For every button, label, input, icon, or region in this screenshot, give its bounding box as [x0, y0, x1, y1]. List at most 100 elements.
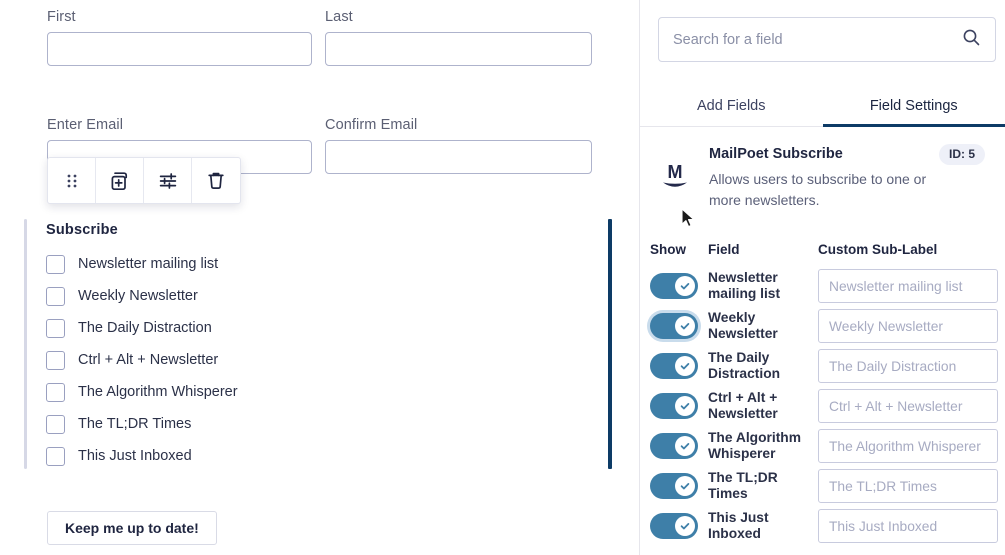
- field-confirm-email-label: Confirm Email: [325, 117, 418, 133]
- tab-add-fields[interactable]: Add Fields: [696, 97, 766, 114]
- search-field[interactable]: Search for a field: [658, 17, 996, 62]
- search-icon[interactable]: [962, 28, 981, 52]
- checkbox-label: Weekly Newsletter: [78, 288, 198, 304]
- checkbox-the-daily-distraction[interactable]: [46, 318, 65, 338]
- column-header-field: Field: [708, 242, 740, 257]
- toggle-the-algorithm-whisperer[interactable]: [650, 433, 698, 459]
- column-header-show: Show: [650, 242, 686, 257]
- submit-button[interactable]: Keep me up to date!: [47, 511, 217, 545]
- field-first-input[interactable]: [47, 32, 312, 66]
- checkbox-label: Newsletter mailing list: [78, 256, 219, 272]
- checkbox-label: The Algorithm Whisperer: [78, 384, 238, 400]
- check-icon: [675, 396, 695, 416]
- panel-tabs: Add Fields Field Settings: [640, 85, 1005, 127]
- field-first-label: First: [47, 9, 76, 25]
- field-last: Last: [325, 8, 592, 66]
- checkbox-label: The Daily Distraction: [78, 320, 212, 336]
- table-row: The TL;DR Times The TL;DR Times: [640, 466, 1005, 506]
- check-icon: [675, 356, 695, 376]
- duplicate-icon[interactable]: [96, 158, 144, 203]
- checkbox-row[interactable]: Ctrl + Alt + Newsletter: [46, 349, 218, 371]
- form-canvas: First Last Enter Email Confirm Email: [24, 0, 640, 555]
- field-first: First: [47, 8, 312, 66]
- block-toolbar: [47, 157, 241, 204]
- checkbox-label: Ctrl + Alt + Newsletter: [78, 352, 219, 368]
- field-option-label: The TL;DR Times: [708, 469, 778, 502]
- table-row: The Daily Distraction The Daily Distract…: [640, 346, 1005, 386]
- toggle-weekly-newsletter[interactable]: [650, 313, 698, 339]
- sublabel-placeholder: Newsletter mailing list: [829, 278, 963, 294]
- name-field-row: First Last: [47, 8, 592, 66]
- search-input[interactable]: Search for a field: [673, 31, 783, 48]
- checkbox-row[interactable]: The Algorithm Whisperer: [46, 381, 238, 403]
- column-headers: Show Field Custom Sub-Label: [640, 242, 1005, 260]
- field-option-label: Newsletter mailing list: [708, 269, 781, 302]
- sublabel-input-the-daily-distraction[interactable]: The Daily Distraction: [818, 349, 998, 383]
- field-id-badge: ID: 5: [939, 144, 986, 165]
- sublabel-placeholder: The Algorithm Whisperer: [829, 438, 981, 454]
- checkbox-label: This Just Inboxed: [78, 448, 192, 464]
- table-row: Newsletter mailing list Newsletter maili…: [640, 266, 1005, 306]
- table-row: This Just Inboxed This Just Inboxed: [640, 506, 1005, 546]
- field-enter-email-label: Enter Email: [47, 117, 124, 133]
- checkbox-label: The TL;DR Times: [78, 416, 192, 432]
- field-option-label: The Daily Distraction: [708, 349, 781, 382]
- checkbox-newsletter-mailing-list[interactable]: [46, 254, 65, 274]
- checkbox-weekly-newsletter[interactable]: [46, 286, 65, 306]
- settings-panel: Search for a field Add Fields Field Sett…: [640, 0, 1005, 555]
- field-last-input[interactable]: [325, 32, 592, 66]
- sublabel-placeholder: Ctrl + Alt + Newsletter: [829, 398, 963, 414]
- toggle-newsletter-mailing-list[interactable]: [650, 273, 698, 299]
- subscribe-block-title: Subscribe: [46, 222, 118, 238]
- checkbox-the-algorithm-whisperer[interactable]: [46, 382, 65, 402]
- sublabel-placeholder: Weekly Newsletter: [829, 318, 943, 334]
- table-row: The Algorithm Whisperer The Algorithm Wh…: [640, 426, 1005, 466]
- toggle-the-tldr-times[interactable]: [650, 473, 698, 499]
- column-header-sublabel: Custom Sub-Label: [818, 242, 938, 257]
- checkbox-row[interactable]: Weekly Newsletter: [46, 285, 198, 307]
- sublabel-placeholder: The Daily Distraction: [829, 358, 957, 374]
- sliders-icon[interactable]: [144, 158, 192, 203]
- field-last-label: Last: [325, 9, 353, 25]
- check-icon: [675, 316, 695, 336]
- field-option-label: Weekly Newsletter: [708, 309, 778, 342]
- checkbox-the-tldr-times[interactable]: [46, 414, 65, 434]
- sublabel-input-the-algorithm-whisperer[interactable]: The Algorithm Whisperer: [818, 429, 998, 463]
- checkbox-this-just-inboxed[interactable]: [46, 446, 65, 466]
- checkbox-row[interactable]: The TL;DR Times: [46, 413, 191, 435]
- check-icon: [675, 476, 695, 496]
- block-selected-indicator: [608, 219, 612, 469]
- block-left-indicator: [24, 219, 27, 469]
- checkbox-row[interactable]: This Just Inboxed: [46, 445, 192, 467]
- table-row: Weekly Newsletter Weekly Newsletter: [640, 306, 1005, 346]
- check-icon: [675, 516, 695, 536]
- sublabel-input-newsletter-mailing-list[interactable]: Newsletter mailing list: [818, 269, 998, 303]
- svg-text:M: M: [668, 162, 683, 182]
- field-option-label: Ctrl + Alt + Newsletter: [708, 389, 778, 422]
- check-icon: [675, 436, 695, 456]
- mailpoet-logo-icon: M: [658, 158, 692, 194]
- field-option-label: This Just Inboxed: [708, 509, 769, 542]
- check-icon: [675, 276, 695, 296]
- sublabel-placeholder: This Just Inboxed: [829, 518, 938, 534]
- trash-icon[interactable]: [192, 158, 240, 203]
- sublabel-input-ctrl-alt-newsletter[interactable]: Ctrl + Alt + Newsletter: [818, 389, 998, 423]
- field-confirm-email-input[interactable]: [325, 140, 592, 174]
- sublabel-input-weekly-newsletter[interactable]: Weekly Newsletter: [818, 309, 998, 343]
- field-type-description: Allows users to subscribe to one or more…: [709, 171, 927, 208]
- toggle-ctrl-alt-newsletter[interactable]: [650, 393, 698, 419]
- sublabel-placeholder: The TL;DR Times: [829, 478, 937, 494]
- checkbox-ctrl-alt-newsletter[interactable]: [46, 350, 65, 370]
- field-type-title: MailPoet Subscribe: [709, 146, 843, 162]
- toggle-this-just-inboxed[interactable]: [650, 513, 698, 539]
- drag-handle-icon[interactable]: [48, 158, 96, 203]
- checkbox-row[interactable]: Newsletter mailing list: [46, 253, 218, 275]
- subscribe-block[interactable]: Subscribe Newsletter mailing list Weekly…: [24, 219, 612, 469]
- tab-field-settings[interactable]: Field Settings: [822, 85, 1005, 127]
- sublabel-input-the-tldr-times[interactable]: The TL;DR Times: [818, 469, 998, 503]
- checkbox-row[interactable]: The Daily Distraction: [46, 317, 212, 339]
- sublabel-input-this-just-inboxed[interactable]: This Just Inboxed: [818, 509, 998, 543]
- field-confirm-email: Confirm Email: [325, 116, 592, 174]
- toggle-the-daily-distraction[interactable]: [650, 353, 698, 379]
